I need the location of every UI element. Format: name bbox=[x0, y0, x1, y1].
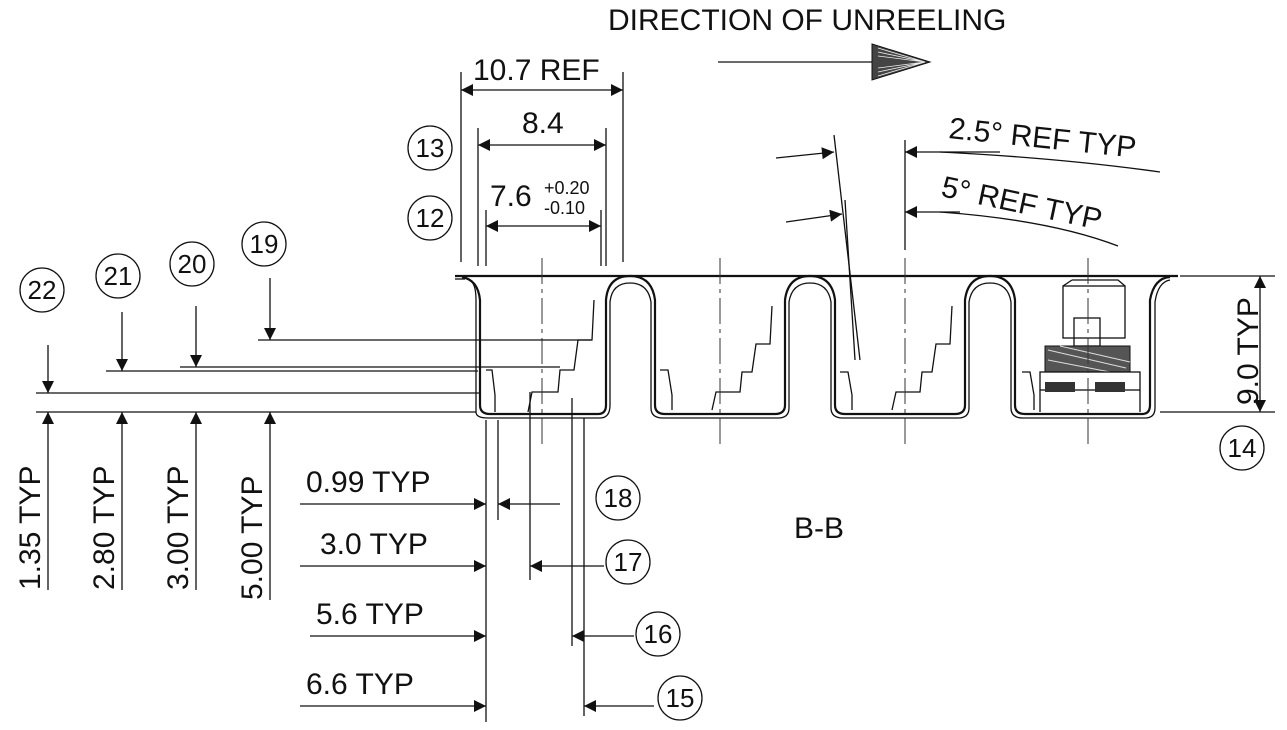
svg-text:19: 19 bbox=[250, 229, 279, 259]
dim-w2-label: 3.0 TYP bbox=[320, 528, 428, 561]
dim-w3-label: 5.6 TYP bbox=[316, 598, 424, 631]
balloon-22: 22 bbox=[19, 267, 65, 313]
dim-ref-width-label: 10.7 REF bbox=[473, 54, 600, 87]
svg-text:22: 22 bbox=[28, 275, 57, 305]
dim-pitch: 8.4 bbox=[478, 107, 606, 151]
direction-arrow bbox=[718, 43, 932, 81]
svg-text:17: 17 bbox=[614, 547, 643, 577]
dim-left-heights: 1.35 TYP 2.80 TYP 3.00 TYP 5.00 TYP bbox=[14, 278, 592, 600]
svg-text:18: 18 bbox=[604, 483, 633, 513]
dim-pocket-tol-plus: +0.20 bbox=[544, 178, 590, 198]
balloon-18: 18 bbox=[595, 475, 641, 521]
balloon-19: 19 bbox=[241, 221, 287, 267]
dim-bottom-widths: 0.99 TYP 3.0 TYP 5.6 TYP 6.6 TYP bbox=[300, 392, 654, 722]
balloon-17: 17 bbox=[605, 539, 651, 585]
dim-angle-a-label: 2.5° REF TYP bbox=[947, 112, 1138, 164]
dim-pitch-label: 8.4 bbox=[522, 107, 564, 140]
svg-text:21: 21 bbox=[104, 261, 133, 291]
dim-angle-a: 2.5° REF TYP bbox=[775, 112, 1161, 173]
dim-depth-label: 9.0 TYP bbox=[1232, 297, 1265, 405]
balloon-12: 12 bbox=[407, 195, 453, 241]
dim-angle-b-label: 5° REF TYP bbox=[939, 171, 1105, 237]
centerlines bbox=[541, 258, 1089, 445]
svg-text:12: 12 bbox=[416, 203, 445, 233]
dim-angle-b: 5° REF TYP bbox=[785, 171, 1119, 247]
balloon-14: 14 bbox=[1219, 425, 1265, 471]
svg-text:20: 20 bbox=[178, 249, 207, 279]
dim-h3-label: 3.00 TYP bbox=[162, 465, 195, 590]
dim-h2-label: 2.80 TYP bbox=[88, 465, 121, 590]
svg-text:16: 16 bbox=[644, 619, 673, 649]
svg-text:14: 14 bbox=[1228, 433, 1257, 463]
extension-lines-top bbox=[460, 72, 906, 361]
dim-pocket-width-label: 7.6 bbox=[490, 180, 532, 213]
balloon-16: 16 bbox=[635, 611, 681, 657]
balloon-20: 20 bbox=[169, 241, 215, 287]
dim-ref-width: 10.7 REF bbox=[461, 54, 623, 96]
balloon-15: 15 bbox=[657, 675, 703, 721]
balloon-13: 13 bbox=[407, 125, 453, 171]
balloon-21: 21 bbox=[95, 253, 141, 299]
svg-text:15: 15 bbox=[666, 683, 695, 713]
svg-text:13: 13 bbox=[416, 133, 445, 163]
dim-pocket-tol-minus: -0.10 bbox=[544, 198, 585, 218]
dim-w1-label: 0.99 TYP bbox=[306, 466, 431, 499]
direction-title: DIRECTION OF UNREELING bbox=[608, 4, 1006, 37]
dim-h1-label: 1.35 TYP bbox=[14, 465, 47, 590]
dim-w4-label: 6.6 TYP bbox=[306, 668, 414, 701]
carrier-tape-profile bbox=[455, 274, 1178, 419]
dim-depth: 9.0 TYP bbox=[1160, 275, 1275, 413]
dim-pocket-width: 7.6 +0.20 -0.10 bbox=[486, 178, 601, 232]
section-label: B-B bbox=[794, 512, 844, 545]
dim-h4-label: 5.00 TYP bbox=[236, 475, 269, 600]
